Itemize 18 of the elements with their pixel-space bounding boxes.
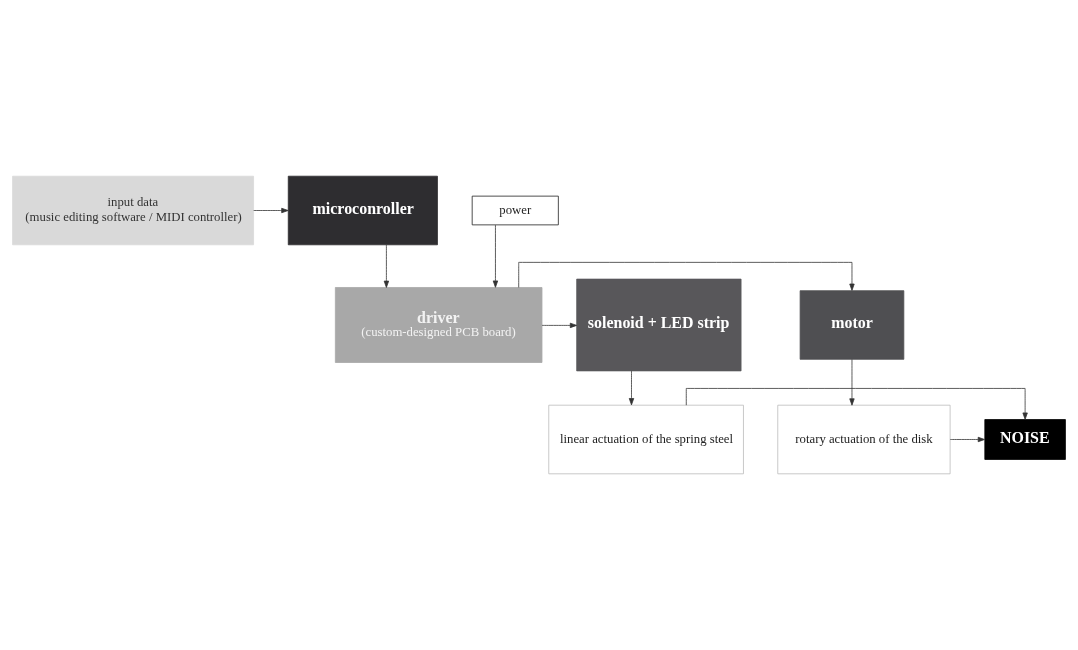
node-box: solenoid + LED strip <box>576 278 742 372</box>
arrow <box>253 207 289 214</box>
node-box: rotary actuation of the disk <box>777 404 951 475</box>
arrow <box>492 224 499 288</box>
arrow <box>685 388 1028 420</box>
arrow <box>628 370 635 406</box>
arrow <box>541 322 578 329</box>
node-box: NOISE <box>984 419 1066 460</box>
arrow <box>949 436 985 443</box>
arrow <box>518 261 855 291</box>
arrow <box>383 244 390 288</box>
node-box: linear actuation of the spring steel <box>548 404 744 475</box>
node-box: microconroller <box>287 175 438 246</box>
node-box: motor <box>799 290 905 360</box>
node-box: input data (music editing software / MIDI controller) <box>12 175 254 246</box>
arrow <box>849 358 855 406</box>
node-box: driver (custom-designed PCB board) <box>334 287 543 363</box>
node-box: power <box>471 195 559 226</box>
